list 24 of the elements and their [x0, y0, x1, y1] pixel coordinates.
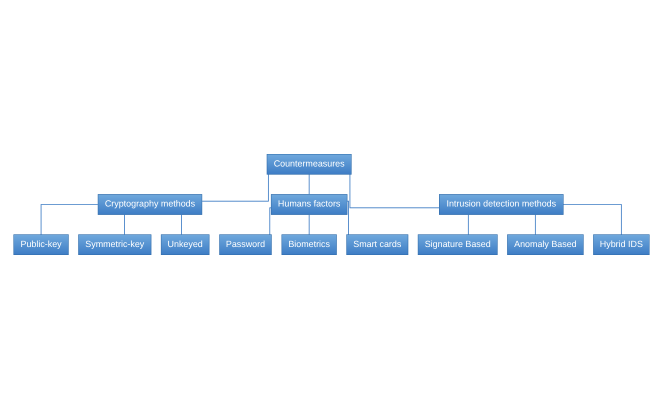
node-box: Smart cards	[346, 234, 408, 256]
connector	[268, 207, 272, 236]
connector	[308, 214, 310, 235]
node-box: Signature Based	[417, 234, 498, 256]
node-box: Humans factors	[270, 194, 347, 215]
connector	[349, 174, 440, 208]
node-box: Countermeasures	[266, 154, 352, 175]
node-box: Password	[218, 234, 272, 256]
connector	[467, 214, 468, 235]
connector	[308, 174, 310, 195]
node-box: Cryptography methods	[97, 194, 202, 215]
node-box: Biometrics	[281, 234, 336, 256]
connector	[180, 214, 182, 235]
node-box: Anomaly Based	[506, 234, 584, 256]
connector	[562, 204, 622, 235]
connector	[40, 204, 98, 235]
connector	[534, 214, 536, 235]
node-box: Symmetric-key	[78, 234, 151, 256]
connector	[346, 200, 348, 236]
node-box: Intrusion detection methods	[438, 194, 564, 215]
node-box: Hybrid IDS	[592, 234, 650, 256]
connector	[201, 174, 268, 202]
node-box: Public-key	[12, 234, 68, 256]
node-box: Unkeyed	[160, 234, 209, 256]
